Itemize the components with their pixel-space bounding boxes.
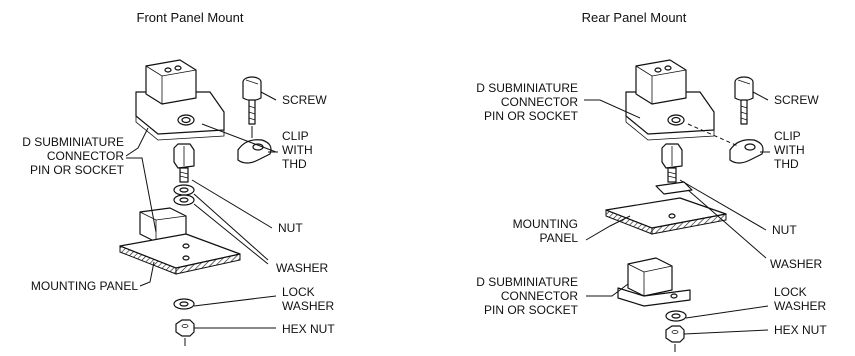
- front-leader-lines: [125, 91, 278, 329]
- rear-nut-part: [661, 143, 683, 183]
- rear-panel-mount-title: Rear Panel Mount: [582, 10, 687, 25]
- rear-connector-top-label: D SUBMINIATURE CONNECTOR PIN OR SOCKET: [476, 81, 578, 123]
- rear-mounting-panel-label: MOUNTING PANEL: [513, 217, 579, 245]
- rear-connector-bottom-label: D SUBMINIATURE CONNECTOR PIN OR SOCKET: [476, 275, 578, 317]
- rear-mounting-panel-part: [605, 197, 727, 235]
- front-mounting-panel-label: MOUNTING PANEL: [31, 279, 138, 293]
- front-assembly: SCREW CLIP WITH THD D SUBMINIATURE CONNE…: [22, 59, 335, 346]
- front-screw-label: SCREW: [282, 93, 327, 107]
- front-panel-mount-title: Front Panel Mount: [137, 10, 244, 25]
- front-mounting-panel-part: [119, 207, 241, 275]
- svg-text:D SUBMINIATURE: D SUBMINIATURE: [476, 81, 578, 95]
- svg-text:THD: THD: [282, 157, 307, 171]
- svg-text:WITH: WITH: [282, 143, 313, 157]
- rear-washer-label: WASHER: [770, 257, 823, 271]
- rear-washer-part: [655, 181, 693, 195]
- svg-text:THD: THD: [774, 157, 799, 171]
- front-lock-washer-label: LOCK WASHER: [282, 285, 335, 313]
- front-nut-label: NUT: [278, 221, 303, 235]
- svg-text:MOUNTING: MOUNTING: [513, 217, 578, 231]
- svg-text:D SUBMINIATURE: D SUBMINIATURE: [476, 275, 578, 289]
- svg-text:PIN OR SOCKET: PIN OR SOCKET: [30, 163, 125, 177]
- front-connector-part: [135, 59, 225, 141]
- svg-text:CONNECTOR: CONNECTOR: [501, 289, 578, 303]
- front-washer-part: [173, 184, 195, 206]
- rear-connector-top-part: [625, 59, 715, 141]
- rear-leader-lines: [584, 91, 770, 335]
- rear-screw-part: [734, 76, 754, 125]
- front-clip-label: CLIP WITH THD: [282, 129, 313, 171]
- svg-text:CLIP: CLIP: [282, 129, 309, 143]
- svg-text:PIN OR SOCKET: PIN OR SOCKET: [484, 303, 579, 317]
- svg-text:PIN OR SOCKET: PIN OR SOCKET: [484, 109, 579, 123]
- svg-text:CONNECTOR: CONNECTOR: [501, 95, 578, 109]
- svg-text:CLIP: CLIP: [774, 129, 801, 143]
- rear-clip-part: [687, 123, 764, 164]
- front-hex-nut-label: HEX NUT: [282, 322, 335, 336]
- svg-text:WASHER: WASHER: [282, 299, 335, 313]
- svg-text:WASHER: WASHER: [774, 299, 827, 313]
- rear-clip-label: CLIP WITH THD: [774, 129, 805, 171]
- rear-screw-label: SCREW: [774, 93, 819, 107]
- rear-lock-washer-label: LOCK WASHER: [774, 285, 827, 313]
- rear-hex-nut-label: HEX NUT: [774, 323, 827, 337]
- front-nut-part: [173, 143, 195, 183]
- svg-text:WITH: WITH: [774, 143, 805, 157]
- rear-assembly: D SUBMINIATURE CONNECTOR PIN OR SOCKET S…: [476, 59, 827, 352]
- rear-lock-washer-part: [665, 310, 687, 322]
- front-hex-nut-part: [175, 319, 195, 346]
- rear-hex-nut-part: [665, 325, 685, 352]
- front-washer-label: WASHER: [276, 261, 329, 275]
- front-lock-washer-part: [173, 298, 195, 310]
- svg-text:CONNECTOR: CONNECTOR: [47, 149, 124, 163]
- svg-text:LOCK: LOCK: [774, 285, 807, 299]
- svg-text:D SUBMINIATURE: D SUBMINIATURE: [22, 135, 124, 149]
- svg-text:PANEL: PANEL: [540, 231, 579, 245]
- front-clip-part: [237, 139, 272, 164]
- rear-connector-bottom-part: [617, 257, 691, 307]
- rear-nut-label: NUT: [772, 223, 797, 237]
- front-screw-part: [242, 76, 262, 125]
- svg-text:LOCK: LOCK: [282, 285, 315, 299]
- front-connector-label: D SUBMINIATURE CONNECTOR PIN OR SOCKET: [22, 135, 124, 177]
